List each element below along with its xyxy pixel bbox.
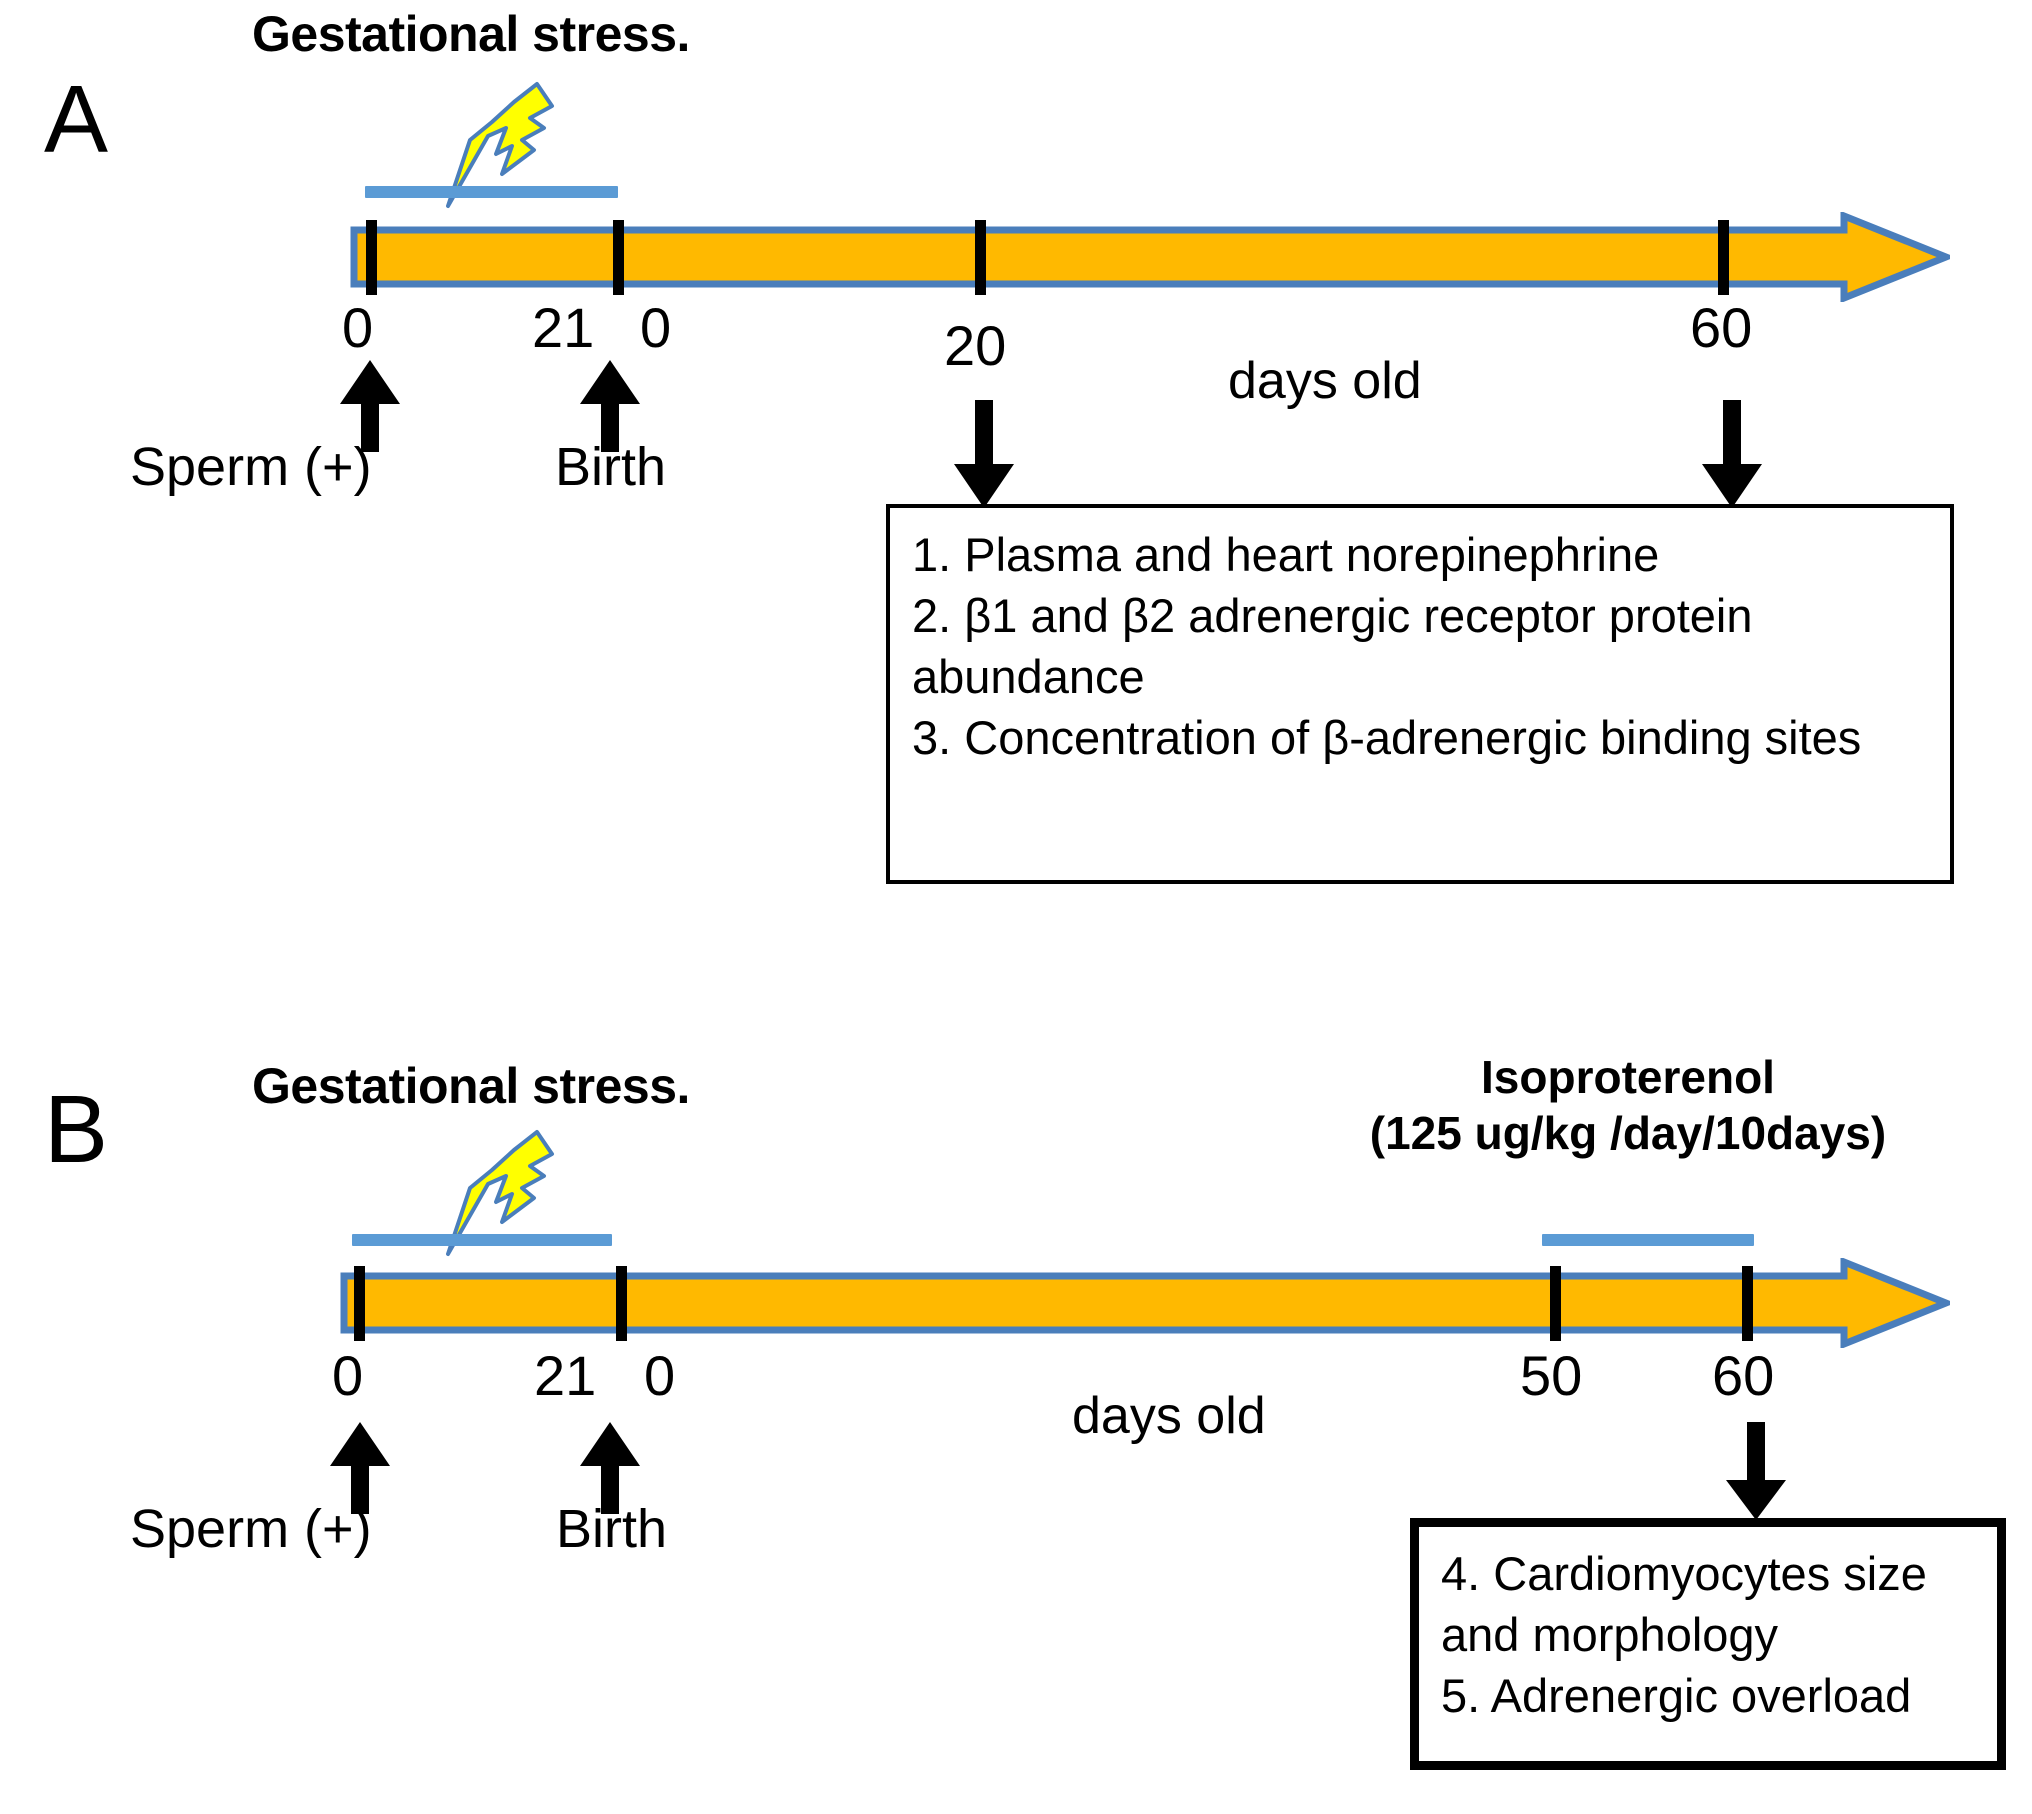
tick-label-60: 60 bbox=[1712, 1344, 1775, 1407]
tick-label-20: 20 bbox=[944, 314, 1007, 377]
event-label-birth: Birth bbox=[555, 437, 667, 497]
tick-label-0-birth: 0 bbox=[644, 1344, 676, 1407]
panel-a-gestational-stress-title: Gestational stress. bbox=[252, 6, 690, 62]
treatment-bar-gestational-stress bbox=[365, 186, 618, 198]
tick-mark-21 bbox=[613, 220, 624, 295]
tick-label-21: 21 bbox=[532, 296, 595, 359]
tick-label-50: 50 bbox=[1520, 1344, 1583, 1407]
measurements-box-a: 1. Plasma and heart norepinephrine 2. β1… bbox=[886, 504, 1954, 884]
lightning-bolt-icon bbox=[440, 80, 560, 210]
panel-b-gestational-stress-title: Gestational stress. bbox=[252, 1058, 690, 1114]
tick-label-0-gestation: 0 bbox=[332, 1344, 364, 1407]
event-label-sperm: Sperm (+) bbox=[130, 1499, 372, 1559]
tick-mark-50 bbox=[1550, 1266, 1561, 1341]
event-label-sperm: Sperm (+) bbox=[130, 437, 372, 497]
tick-mark-0a bbox=[366, 220, 377, 295]
timeline-arrow bbox=[350, 210, 1956, 304]
measurements-box-b: 4. Cardiomyocytes size and morphology 5.… bbox=[1410, 1518, 2006, 1770]
panel-a-letter: A bbox=[44, 66, 109, 173]
measurement-item-4: 4. Cardiomyocytes size and morphology bbox=[1441, 1547, 1927, 1662]
tick-mark-20 bbox=[975, 220, 986, 295]
timeline-arrow bbox=[340, 1256, 1956, 1350]
treatment-bar-isoproterenol bbox=[1542, 1234, 1754, 1246]
axis-caption-days-old: days old bbox=[1228, 352, 1422, 410]
panel-b: B Gestational stress. Isoproterenol (125… bbox=[0, 900, 2032, 1814]
up-arrow-birth-icon bbox=[570, 358, 650, 452]
down-arrow-day60-icon bbox=[1716, 1422, 1796, 1522]
up-arrow-sperm-icon bbox=[330, 358, 410, 452]
tick-label-0-gestation: 0 bbox=[342, 296, 374, 359]
treatment-bar-gestational-stress bbox=[352, 1234, 612, 1246]
down-arrow-day60-icon bbox=[1692, 400, 1772, 510]
panel-a: A Gestational stress. 0 21 0 20 60 days … bbox=[0, 0, 2032, 900]
event-label-birth: Birth bbox=[556, 1499, 668, 1559]
up-arrow-sperm-icon bbox=[320, 1420, 400, 1514]
tick-label-0-birth: 0 bbox=[640, 296, 672, 359]
measurement-item-2: 2. β1 and β2 adrenergic receptor protein… bbox=[912, 589, 1753, 704]
tick-label-60: 60 bbox=[1690, 296, 1753, 359]
panel-b-letter: B bbox=[44, 1076, 109, 1183]
tick-label-21: 21 bbox=[534, 1344, 597, 1407]
axis-caption-days-old: days old bbox=[1072, 1387, 1266, 1445]
measurement-item-3: 3. Concentration of β-adrenergic binding… bbox=[912, 711, 1862, 765]
isoproterenol-title-line1: Isoproterenol bbox=[1481, 1051, 1775, 1103]
tick-mark-21 bbox=[616, 1266, 627, 1341]
tick-mark-60 bbox=[1742, 1266, 1753, 1341]
down-arrow-day20-icon bbox=[944, 400, 1024, 510]
isoproterenol-title-line2: (125 ug/kg /day/10days) bbox=[1369, 1107, 1887, 1159]
lightning-bolt-icon bbox=[440, 1128, 560, 1258]
tick-mark-0a bbox=[354, 1266, 365, 1341]
measurement-item-5: 5. Adrenergic overload bbox=[1441, 1669, 1912, 1723]
up-arrow-birth-icon bbox=[570, 1420, 650, 1514]
tick-mark-60 bbox=[1718, 220, 1729, 295]
measurement-item-1: 1. Plasma and heart norepinephrine bbox=[912, 528, 1660, 581]
